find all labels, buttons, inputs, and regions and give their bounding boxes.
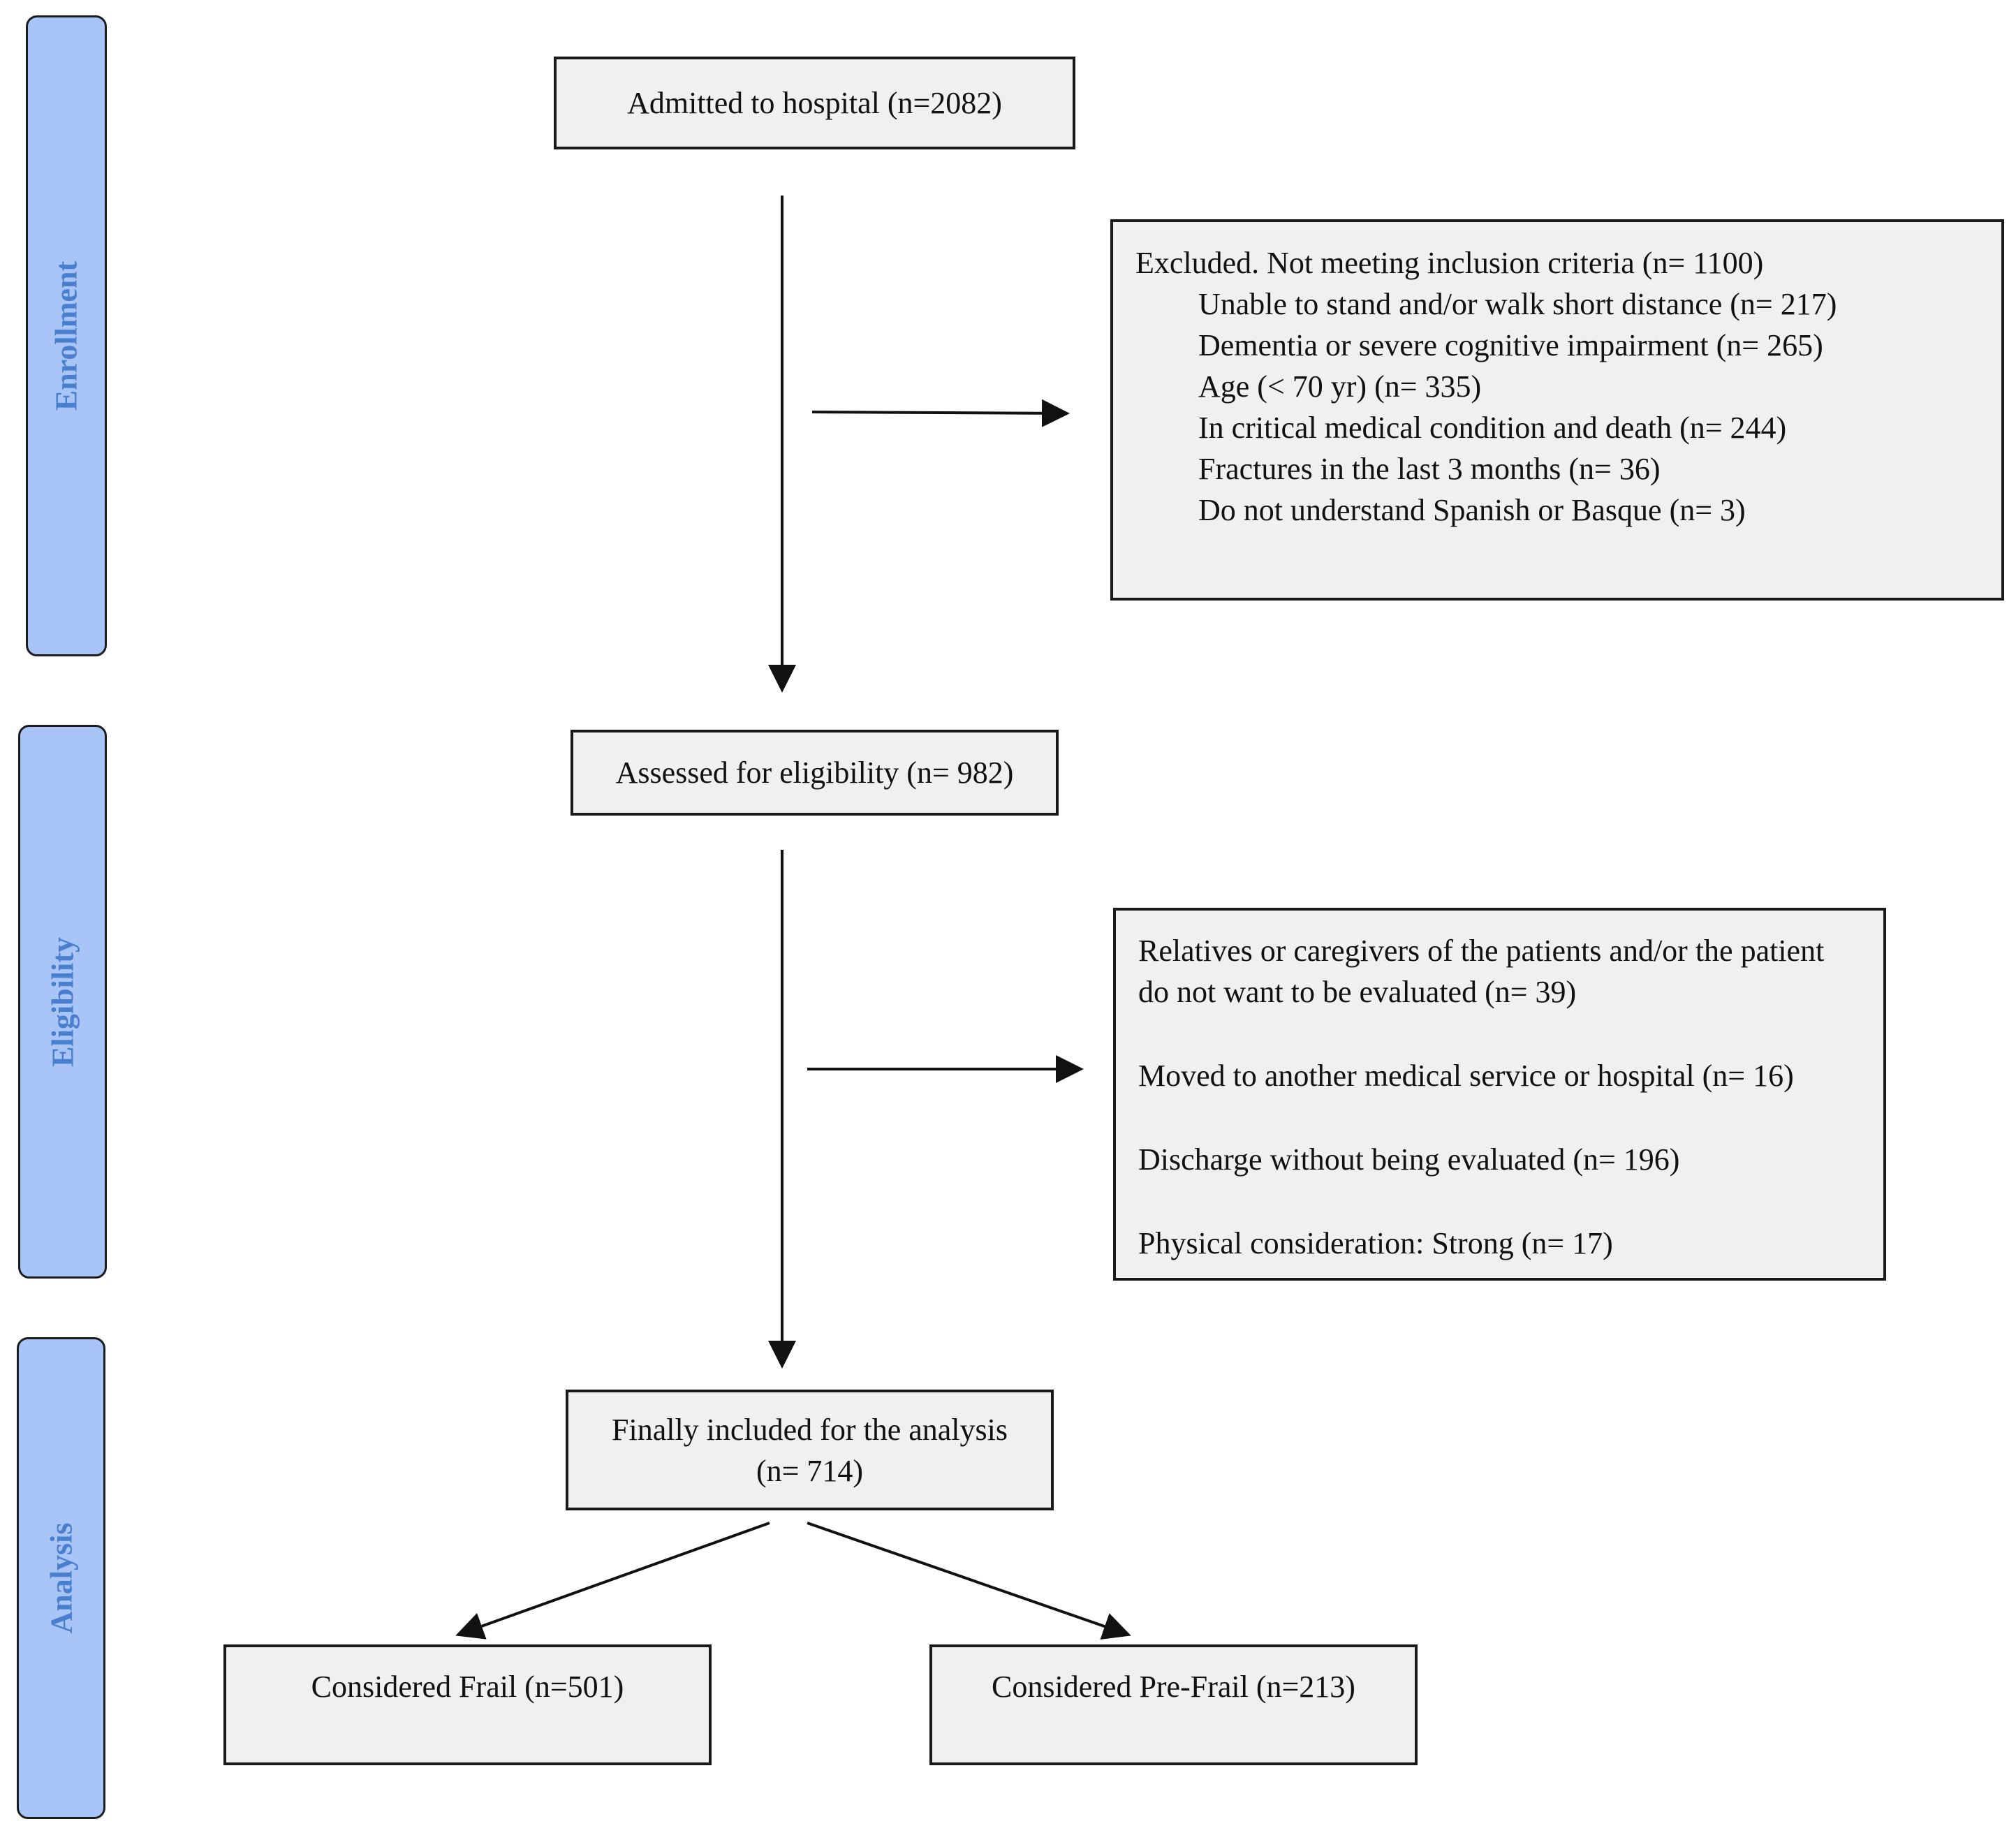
excluded-item: Unable to stand and/or walk short distan… <box>1198 287 1837 321</box>
excluded-box: Excluded. Not meeting inclusion criteria… <box>1110 219 2004 601</box>
moved-text: Moved to another medical service or hosp… <box>1138 1059 1794 1093</box>
excluded-title: Excluded. Not meeting inclusion criteria… <box>1135 246 1764 280</box>
excluded-item: Fractures in the last 3 months (n= 36) <box>1198 452 1661 486</box>
discharge-text: Discharge without being evaluated (n= 19… <box>1138 1142 1680 1177</box>
included-line-2: (n= 714) <box>756 1453 864 1488</box>
arrow-to-frail <box>455 1522 770 1640</box>
not-evaluated-box: Relatives or caregivers of the patients … <box>1113 908 1886 1281</box>
relatives-line-2: do not want to be evaluated (n= 39) <box>1138 975 1577 1009</box>
arrow-to-excluded <box>811 399 1070 427</box>
prefrail-box: Considered Pre-Frail (n=213) <box>929 1644 1418 1765</box>
arrow-to-prefrail <box>807 1522 1131 1640</box>
included-box: Finally included for the analysis (n= 71… <box>566 1390 1054 1510</box>
phase-eligibility: Eligibility <box>18 725 107 1279</box>
relatives-line-1: Relatives or caregivers of the patients … <box>1138 934 1825 968</box>
prefrail-text: Considered Pre-Frail (n=213) <box>992 1670 1355 1704</box>
admitted-box: Admitted to hospital (n=2082) <box>554 57 1075 149</box>
assessed-box: Assessed for eligibility (n= 982) <box>571 730 1059 816</box>
frail-text: Considered Frail (n=501) <box>311 1670 624 1704</box>
excluded-item: Do not understand Spanish or Basque (n= … <box>1198 493 1746 527</box>
included-line-1: Finally included for the analysis <box>612 1412 1008 1447</box>
phase-analysis: Analysis <box>17 1337 105 1819</box>
excluded-item: In critical medical condition and death … <box>1198 411 1787 445</box>
frail-box: Considered Frail (n=501) <box>223 1644 712 1765</box>
excluded-item: Age (< 70 yr) (n= 335) <box>1198 369 1482 404</box>
physical-text: Physical consideration: Strong (n= 17) <box>1138 1226 1613 1260</box>
phase-enrollment: Enrollment <box>26 15 107 656</box>
assessed-text: Assessed for eligibility (n= 982) <box>615 756 1014 790</box>
admitted-text: Admitted to hospital (n=2082) <box>627 86 1002 120</box>
excluded-item: Dementia or severe cognitive impairment … <box>1198 328 1823 362</box>
